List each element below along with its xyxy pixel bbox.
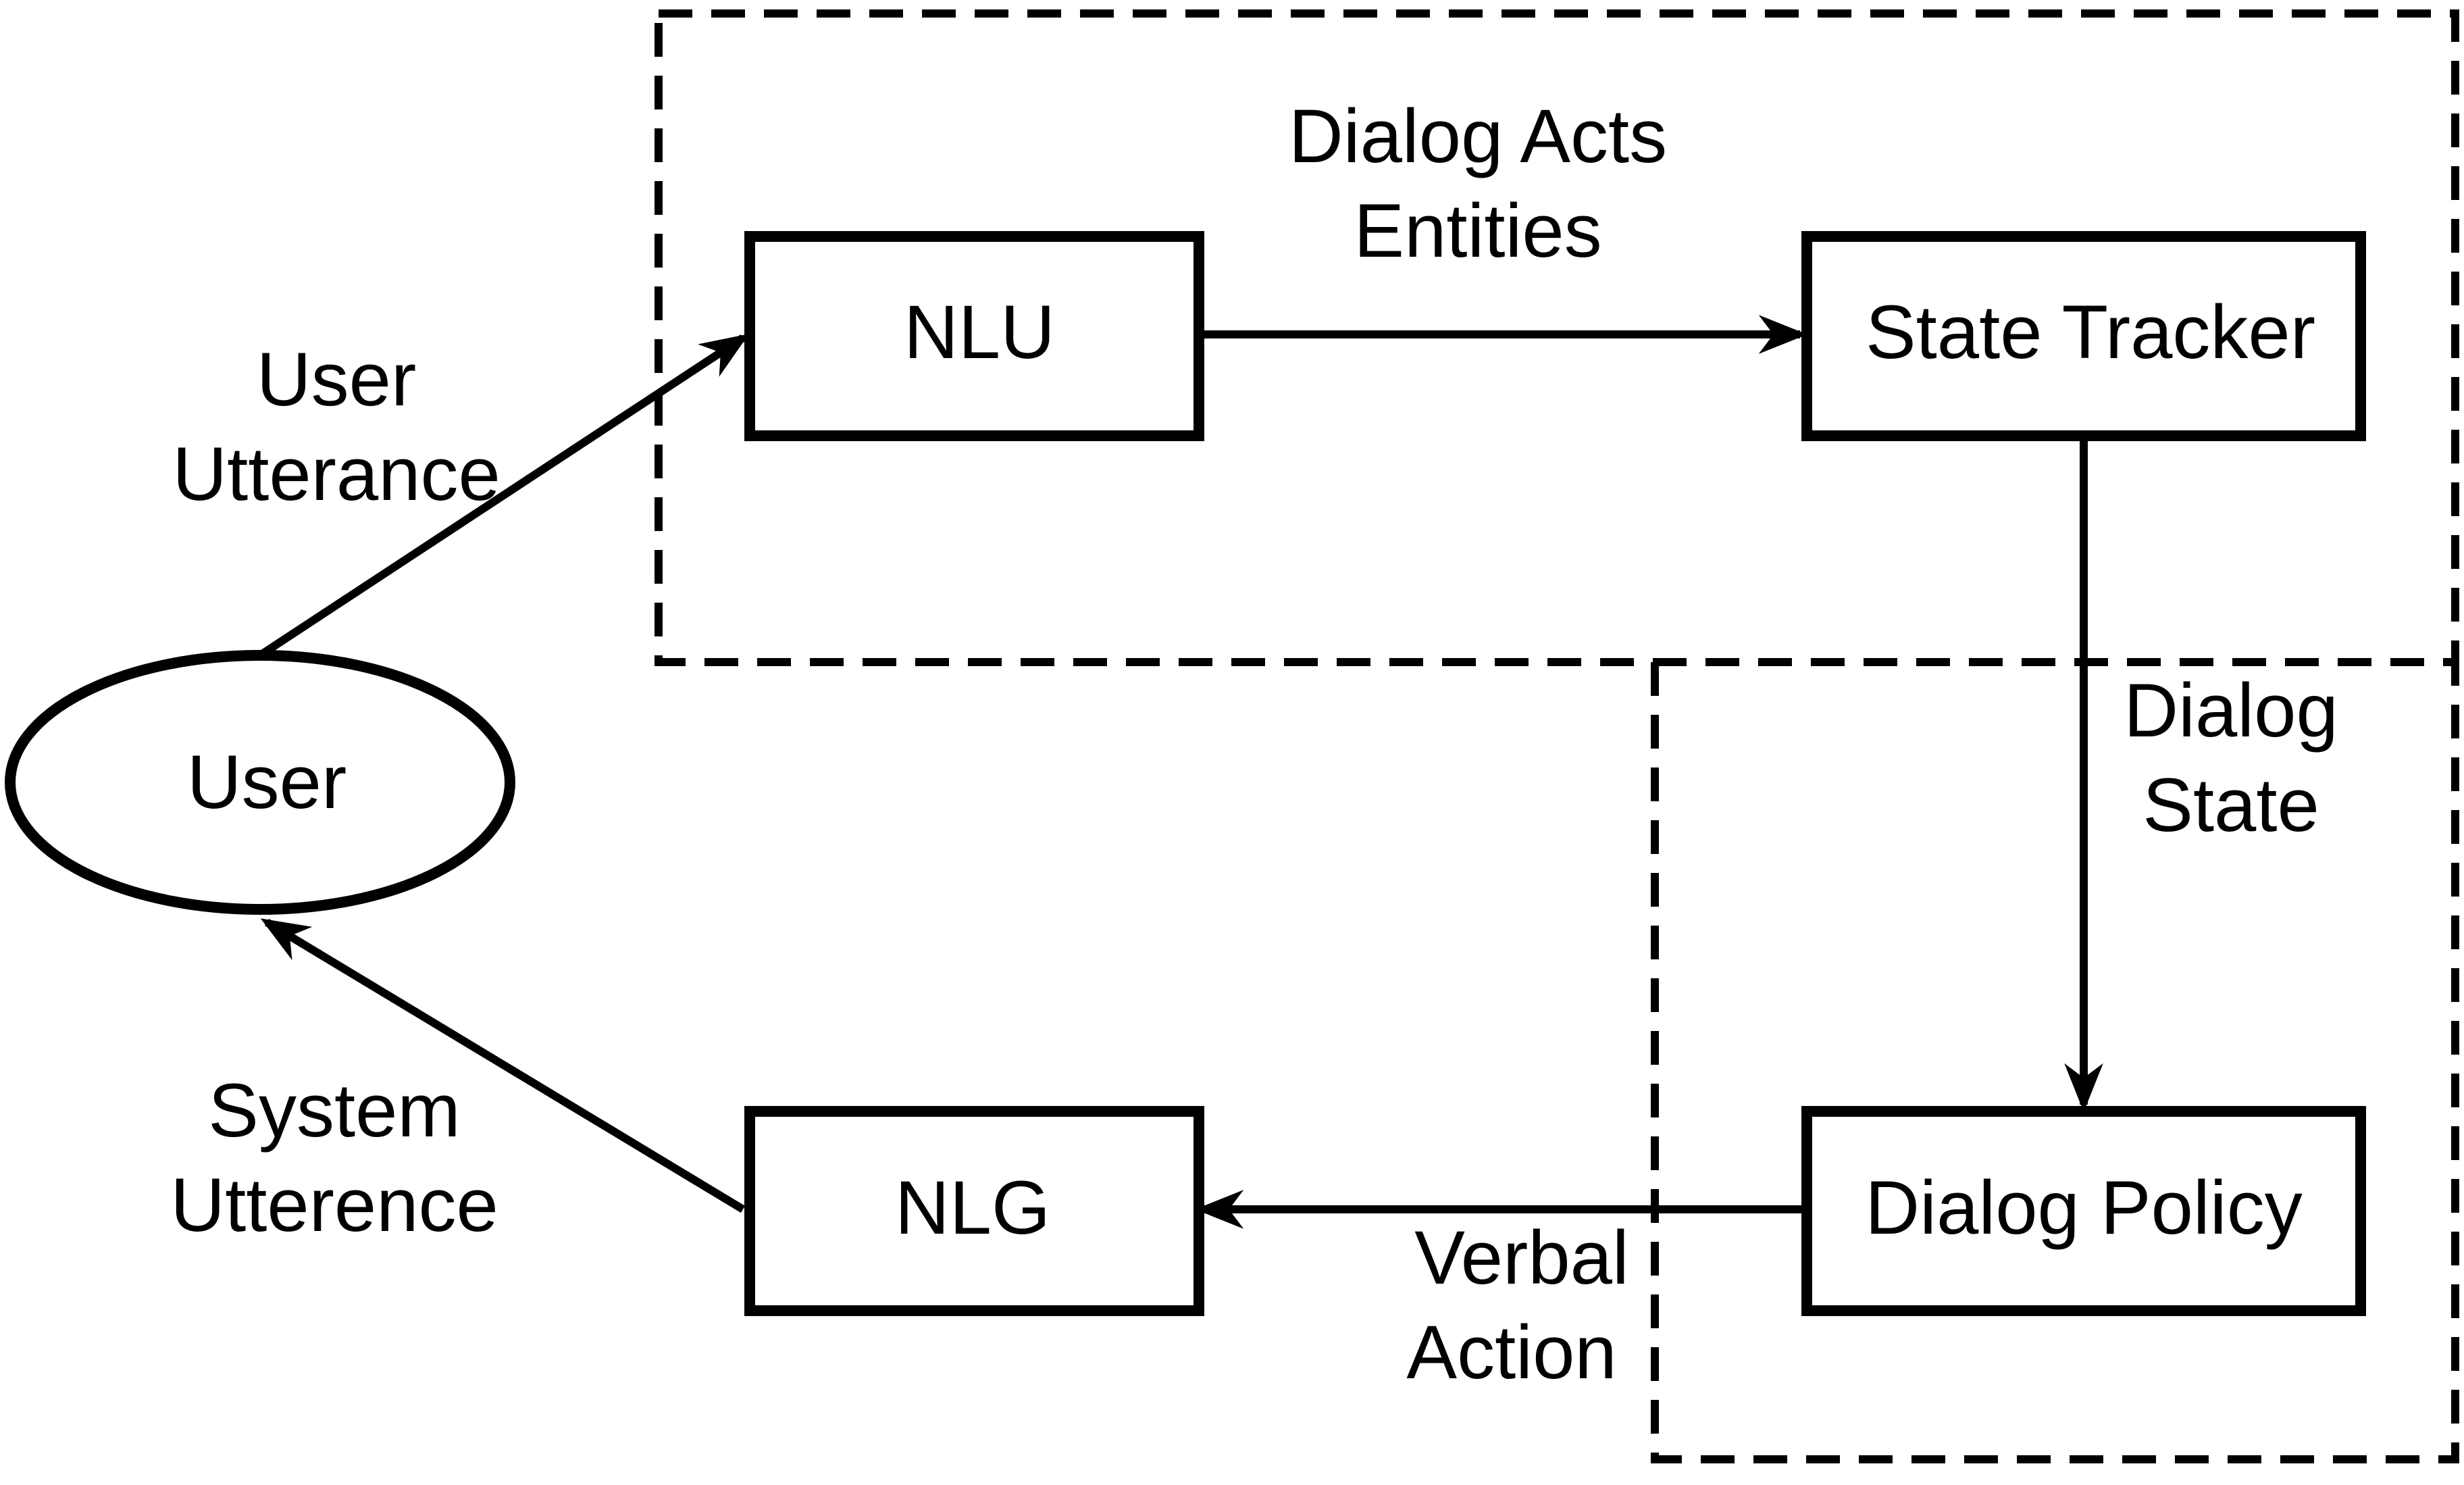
user-node: User: [5, 650, 515, 915]
user-ellipse: [5, 650, 515, 915]
nlu-box: [744, 231, 1204, 441]
nlg-box: [744, 1106, 1204, 1316]
dialog-state-label: Dialog State: [2124, 668, 2338, 847]
dialog-acts-entities-label: Dialog Acts Entities: [1289, 94, 1667, 273]
nlu-node-label: NLU: [904, 290, 1055, 374]
nlu-node: NLU: [744, 231, 1204, 441]
dialog-acts-entities-label-line-1: Dialog Acts: [1289, 94, 1667, 178]
verbal-action-label-line-1: Verbal: [1414, 1215, 1629, 1300]
dialog-state-label-line-1: Dialog: [2124, 668, 2338, 753]
system-utterence-label-line-1: System: [208, 1068, 460, 1153]
dialog-policy-node-label: Dialog Policy: [1865, 1165, 2302, 1250]
user-utterance-label-line-2: Utterance: [172, 432, 500, 516]
state-tracker-node: State Tracker: [1801, 231, 2366, 441]
verbal-action-label-line-2: Action: [1406, 1310, 1616, 1394]
nlg-node: NLG: [744, 1106, 1204, 1316]
user-utterance-label: User Utterance: [172, 337, 500, 516]
dialog-acts-entities-label-line-2: Entities: [1354, 188, 1601, 273]
system-utterence-label: System Utterence: [170, 1068, 498, 1247]
arrow-user-to-nlu: [257, 334, 750, 659]
dialog-policy-box: [1801, 1106, 2366, 1316]
dialog-state-label-line-2: State: [2142, 763, 2319, 847]
state-tracker-box: [1801, 231, 2366, 441]
system-utterence-label-line-2: Utterence: [170, 1163, 498, 1247]
nlg-node-label: NLG: [895, 1165, 1050, 1250]
arrow-nlg-to-user: [260, 918, 746, 1213]
verbal-action-label: Verbal Action: [1406, 1215, 1628, 1394]
user-node-label: User: [187, 740, 346, 824]
user-utterance-label-line-1: User: [257, 337, 416, 422]
state-tracker-node-label: State Tracker: [1866, 290, 2315, 374]
dialog-policy-node: Dialog Policy: [1801, 1106, 2366, 1316]
policy-module-boundary: [1651, 662, 2459, 1463]
